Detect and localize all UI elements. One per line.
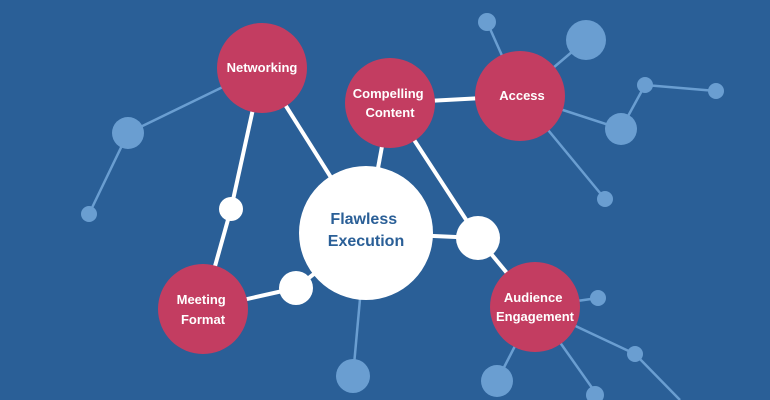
- compelling-content-line1: Compelling: [353, 86, 424, 101]
- decor-node: [81, 206, 97, 222]
- decorative-nodes: [81, 13, 724, 400]
- connector-dot: [456, 216, 500, 260]
- decor-node: [637, 77, 653, 93]
- node-networking: Networking: [217, 23, 307, 113]
- svg-text:Flawless Execution: Flawless Execution: [328, 211, 404, 250]
- connector-dot: [219, 197, 243, 221]
- decor-node: [336, 359, 370, 393]
- networking-label: Networking: [227, 60, 298, 75]
- access-circle: [475, 51, 565, 141]
- decor-node: [586, 386, 604, 400]
- svg-text:Meeting Format: Meeting Format: [177, 292, 230, 327]
- decor-node: [112, 117, 144, 149]
- svg-text:Audience Engagement: Audience Engagement: [496, 290, 575, 324]
- meeting-format-line1: Meeting: [177, 292, 226, 307]
- decor-node: [590, 290, 606, 306]
- decor-node: [481, 365, 513, 397]
- meeting-format-line2: Format: [181, 312, 226, 327]
- audience-engagement-line2: Engagement: [496, 309, 575, 324]
- meeting-format-circle: [158, 264, 248, 354]
- compelling-content-line2: Content: [365, 105, 415, 120]
- svg-text:Compelling Content: Compelling Content: [353, 86, 427, 120]
- audience-engagement-circle: [490, 262, 580, 352]
- decor-node: [627, 346, 643, 362]
- decor-node: [605, 113, 637, 145]
- connector-dot: [279, 271, 313, 305]
- decor-node: [597, 191, 613, 207]
- flawless-execution-line2: Execution: [328, 233, 404, 250]
- node-access: Access: [475, 51, 565, 141]
- decor-link: [644, 83, 717, 93]
- hub-circle: [299, 166, 433, 300]
- node-flawless-execution: Flawless Execution: [299, 166, 433, 300]
- node-audience-engagement: Audience Engagement: [490, 262, 580, 352]
- decor-link: [634, 353, 681, 400]
- decor-node: [566, 20, 606, 60]
- compelling-content-circle: [345, 58, 435, 148]
- audience-engagement-line1: Audience: [504, 290, 563, 305]
- decor-node: [708, 83, 724, 99]
- node-meeting-format: Meeting Format: [158, 264, 248, 354]
- networking-circle: [217, 23, 307, 113]
- flawless-execution-line1: Flawless: [330, 211, 397, 228]
- decor-node: [478, 13, 496, 31]
- access-label: Access: [499, 88, 545, 103]
- node-compelling-content: Compelling Content: [345, 58, 435, 148]
